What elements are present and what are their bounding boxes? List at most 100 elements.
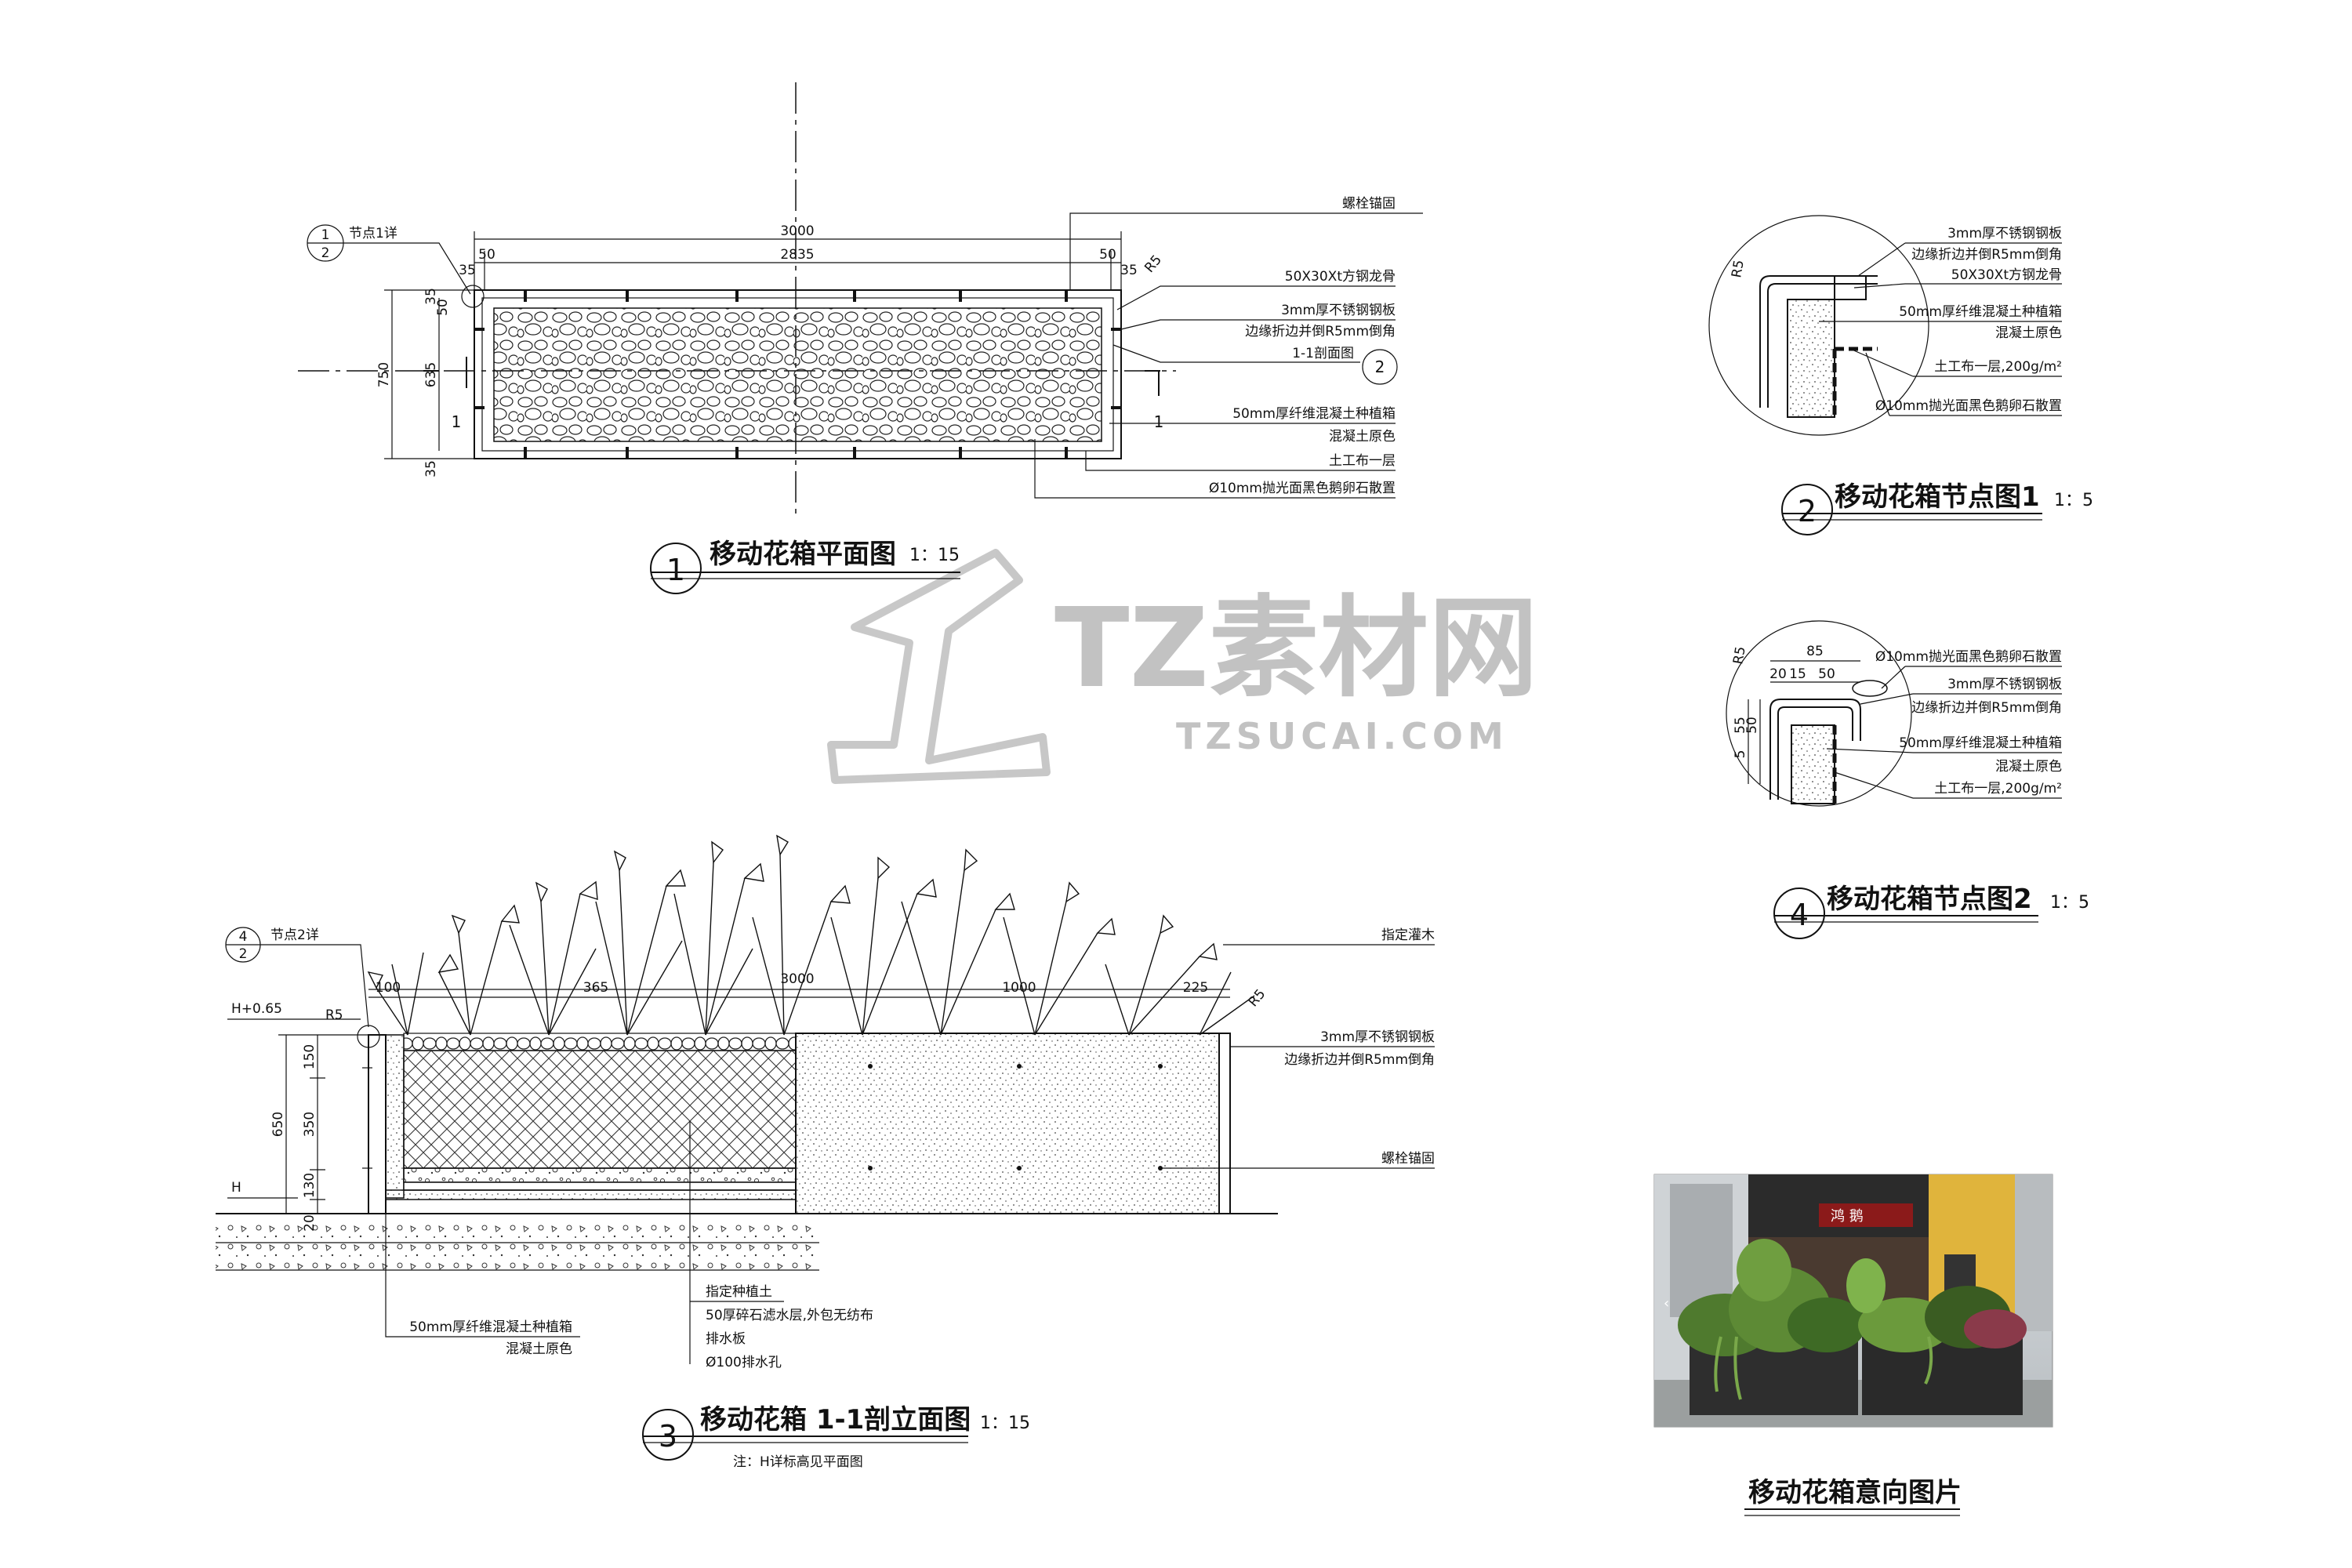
svg-text:100: 100 <box>376 980 401 996</box>
svg-text:混凝土原色: 混凝土原色 <box>1995 325 2062 341</box>
svg-text:边缘折边并倒R5mm倒角: 边缘折边并倒R5mm倒角 <box>1911 700 2062 716</box>
section-title: 移动花箱 1-1剖立面图 <box>700 1404 971 1436</box>
svg-text:土工布一层,200g/m²: 土工布一层,200g/m² <box>1934 359 2062 375</box>
node1-scale: 1：5 <box>2054 491 2093 510</box>
section-elevation-face <box>795 1033 1220 1214</box>
svg-text:边缘折边并倒R5mm倒角: 边缘折边并倒R5mm倒角 <box>1911 247 2062 263</box>
level-top: H+0.65 <box>231 1001 282 1017</box>
svg-text:1: 1 <box>666 553 685 587</box>
section-scale: 1：15 <box>980 1414 1030 1433</box>
plan-dim-corner-right: 35 <box>1120 263 1138 278</box>
plan-dim-inner: 2835 <box>780 247 814 263</box>
svg-text:3000: 3000 <box>780 971 814 987</box>
plan-radius: R5 <box>1142 252 1165 276</box>
plan-dim-left-offset: 50 <box>478 247 495 263</box>
svg-text:5: 5 <box>1733 750 1748 759</box>
svg-text:650: 650 <box>270 1112 286 1137</box>
svg-text:指定灌木: 指定灌木 <box>1381 927 1435 943</box>
section-soil <box>403 1050 797 1169</box>
node2-title: 移动花箱节点图2 <box>1827 884 2032 915</box>
svg-text:50: 50 <box>1818 666 1835 682</box>
node1-circle <box>1708 215 1929 436</box>
node2-scale: 1：5 <box>2050 893 2089 913</box>
plan-dim-total: 3000 <box>780 223 814 239</box>
watermark-url: TZSUCAI.COM <box>1176 715 1508 757</box>
svg-text:350: 350 <box>302 1112 318 1137</box>
plan-pebble-fill <box>493 307 1102 442</box>
svg-text:3mm厚不锈钢钢板: 3mm厚不锈钢钢板 <box>1320 1029 1435 1045</box>
plan-leaders: 螺栓锚固 50X30Xt方钢龙骨 3mm厚不锈钢钢板 边缘折边并倒R5mm倒角 … <box>1034 196 1423 499</box>
svg-text:1: 1 <box>321 227 330 243</box>
svg-text:3mm厚不锈钢钢板: 3mm厚不锈钢钢板 <box>1947 226 2062 241</box>
reference-photo: 鸿 鹅 ‹ <box>1653 1174 2053 1428</box>
svg-text:排水板: 排水板 <box>706 1331 746 1347</box>
section-shrubs <box>367 834 1255 1036</box>
plan-title: 移动花箱平面图 <box>710 539 896 570</box>
svg-text:混凝土原色: 混凝土原色 <box>506 1341 572 1357</box>
plan-frame-bolts <box>474 290 1121 459</box>
plan-dim-height-inner: 635 <box>423 362 439 387</box>
svg-text:指定种植土: 指定种植土 <box>706 1284 772 1300</box>
node2-circle <box>1726 620 1912 807</box>
plan-callout-node1[interactable]: 1 2 节点1详 <box>307 224 485 308</box>
svg-text:Ø10mm抛光面黑色鹅卵石散置: Ø10mm抛光面黑色鹅卵石散置 <box>1875 398 2062 414</box>
svg-text:2: 2 <box>1798 494 1817 528</box>
photo-caption-block: 移动花箱意向图片 <box>1744 1477 1962 1516</box>
plan-inner-box <box>481 297 1114 452</box>
svg-text:Ø10mm抛光面黑色鹅卵石散置: Ø10mm抛光面黑色鹅卵石散置 <box>1209 481 1396 496</box>
section-leaders-bottom: 指定种植土 50厚碎石滤水层,外包无纺布 排水板 Ø100排水孔 <box>689 1121 873 1370</box>
section-ground-fill <box>216 1219 819 1270</box>
svg-text:R5: R5 <box>325 1007 343 1023</box>
section-cobbles <box>403 1033 797 1051</box>
plan-section-label-left: 1 <box>452 412 462 431</box>
svg-text:‹: ‹ <box>1664 1295 1669 1312</box>
svg-text:50mm厚纤维混凝土种植箱: 50mm厚纤维混凝土种植箱 <box>409 1319 572 1335</box>
plan-dim-top: 35 <box>423 288 439 305</box>
plan-dim-bottom: 35 <box>423 460 439 477</box>
svg-text:50X30Xt方钢龙骨: 50X30Xt方钢龙骨 <box>1951 267 2062 283</box>
section-view: 3000 100 365 1000 225 R5 650 150 350 130… <box>216 834 1435 1470</box>
svg-text:1000: 1000 <box>1002 980 1036 996</box>
node2-detail: 85 20 15 50 R5 55 50 5 Ø10mm抛光面黑色鹅卵石散置 3… <box>1726 620 2089 939</box>
section-leaders-left: 50mm厚纤维混凝土种植箱 混凝土原色 <box>385 1152 580 1357</box>
svg-text:50X30Xt方钢龙骨: 50X30Xt方钢龙骨 <box>1285 269 1396 285</box>
svg-text:130: 130 <box>302 1173 318 1198</box>
svg-text:R5: R5 <box>1246 986 1269 1010</box>
node2-leaders: Ø10mm抛光面黑色鹅卵石散置 3mm厚不锈钢钢板 边缘折边并倒R5mm倒角 5… <box>1826 649 2062 799</box>
level-base: H <box>231 1180 241 1196</box>
plan-section-label: 1 <box>1154 412 1164 431</box>
svg-text:50mm厚纤维混凝土种植箱: 50mm厚纤维混凝土种植箱 <box>1232 406 1396 422</box>
plan-title-block: 1 移动花箱平面图 1：15 <box>650 539 960 594</box>
svg-text:2: 2 <box>1375 358 1385 376</box>
svg-text:Ø100排水孔: Ø100排水孔 <box>706 1355 782 1370</box>
svg-text:50mm厚纤维混凝土种植箱: 50mm厚纤维混凝土种植箱 <box>1899 304 2062 320</box>
node1-detail: R5 3mm厚不锈钢钢板 边缘折边并倒R5mm倒角 50X30Xt方钢龙骨 50… <box>1708 215 2093 535</box>
plan-dim-height-total: 750 <box>376 362 392 387</box>
svg-text:螺栓锚固: 螺栓锚固 <box>1342 196 1396 212</box>
svg-text:50: 50 <box>1744 717 1760 734</box>
photo-caption: 移动花箱意向图片 <box>1748 1477 1962 1508</box>
node1-title: 移动花箱节点图1 <box>1835 481 2040 513</box>
plan-scale: 1：15 <box>909 546 960 565</box>
svg-text:R5: R5 <box>1729 259 1748 279</box>
svg-text:20: 20 <box>302 1214 318 1232</box>
svg-text:2: 2 <box>321 245 330 261</box>
svg-text:20: 20 <box>1769 666 1787 682</box>
section-callout-node2[interactable]: 4 2 节点2详 <box>225 927 380 1048</box>
svg-text:土工布一层,200g/m²: 土工布一层,200g/m² <box>1934 781 2062 797</box>
svg-text:螺栓锚固: 螺栓锚固 <box>1381 1151 1435 1167</box>
svg-text:50厚碎石滤水层,外包无纺布: 50厚碎石滤水层,外包无纺布 <box>706 1308 873 1323</box>
svg-text:50mm厚纤维混凝土种植箱: 50mm厚纤维混凝土种植箱 <box>1899 735 2062 751</box>
svg-text:15: 15 <box>1789 666 1806 682</box>
svg-text:混凝土原色: 混凝土原色 <box>1329 429 1396 445</box>
photo-foliage <box>1678 1239 2027 1400</box>
plan-outer-box <box>474 289 1122 459</box>
svg-text:节点1详: 节点1详 <box>349 226 397 241</box>
svg-text:150: 150 <box>302 1044 318 1069</box>
watermark-brand: TZ素材网 <box>1054 585 1538 713</box>
photo-sign: 鸿 鹅 <box>1831 1208 1864 1225</box>
svg-text:土工布一层: 土工布一层 <box>1329 453 1396 469</box>
svg-text:365: 365 <box>583 980 608 996</box>
svg-text:1-1剖面图: 1-1剖面图 <box>1292 346 1354 361</box>
svg-text:225: 225 <box>1183 980 1208 996</box>
